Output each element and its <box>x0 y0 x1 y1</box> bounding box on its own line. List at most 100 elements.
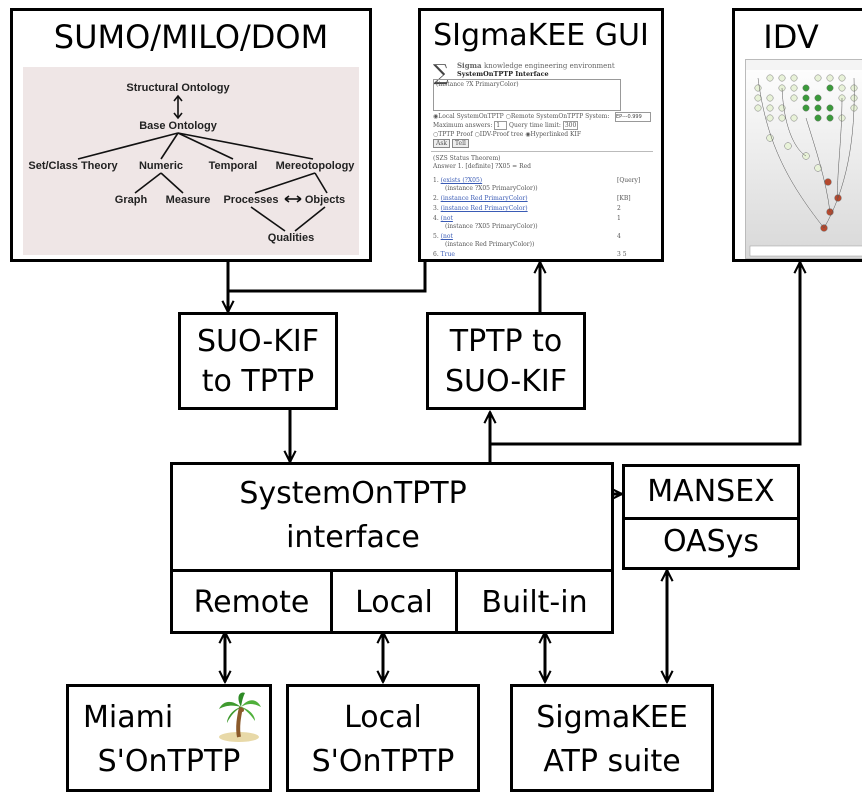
radio-local-icon[interactable]: ◉ <box>433 113 439 120</box>
sigmakee-atp-suite-box: SigmaKEE ATP suite <box>510 684 714 792</box>
mansex-oasys-box: MANSEX OASys <box>622 464 800 570</box>
idv-node <box>826 74 834 82</box>
idv-proof-graph <box>746 60 862 257</box>
idv-node <box>754 104 762 112</box>
idv-node <box>766 104 774 112</box>
sigma-gui-panel: SIgmaKEE GUI ∑ Sigma knowledge engineeri… <box>418 8 664 262</box>
proof-line-number: 2. <box>433 195 439 202</box>
interface-title-line2: interface <box>286 520 420 555</box>
time-limit-label: Query time limit: <box>509 122 561 129</box>
proof-line-sub[interactable]: (instance ?X05 PrimaryColor)) <box>445 223 538 230</box>
idv-toolbar <box>746 60 862 70</box>
proof-line-text[interactable]: (instance Red PrimaryColor) <box>440 195 528 202</box>
idv-node <box>814 74 822 82</box>
tptp-to-kif-box: TPTP to SUO-KIF <box>426 312 586 410</box>
mode-builtin-label: Built-in <box>481 585 588 620</box>
idv-edge <box>837 97 843 199</box>
oasys-label: OASys <box>662 524 760 559</box>
tptp-to-kif-line2: SUO-KIF <box>444 364 568 399</box>
tptp-to-kif-line1: TPTP to <box>449 324 563 359</box>
idv-node <box>838 114 846 122</box>
sumo-panel: SUMO/MILO/DOM Structural Ontology Base O… <box>10 8 372 262</box>
interface-title-line1: SystemOnTPTP <box>239 476 467 511</box>
proof-line-sub[interactable]: (instance Red PrimaryColor)) <box>445 241 535 248</box>
proof-line-text[interactable]: (instance Red PrimaryColor) <box>440 205 528 212</box>
kif-to-tptp-line1: SUO-KIF <box>196 324 320 359</box>
proof-line-number: 3. <box>433 205 439 212</box>
sigma-query-textarea[interactable]: (instance ?X PrimaryColor) <box>433 79 621 111</box>
proof-line: 6. True <box>433 251 455 257</box>
idv-node <box>826 84 834 92</box>
proof-line: 2. (instance Red PrimaryColor) <box>433 195 528 202</box>
idv-node <box>766 134 774 142</box>
opt-remote: Remote SystemOnTPTP <box>510 113 584 120</box>
onto-numeric: Numeric <box>139 160 183 172</box>
idv-node <box>814 114 822 122</box>
proof-line-justification: [Query] <box>617 177 641 184</box>
idv-node <box>766 74 774 82</box>
proof-line: 5. (not <box>433 233 453 240</box>
idv-node <box>824 178 832 186</box>
szs-status: (SZS Status Theorem) <box>433 155 501 162</box>
tell-button[interactable]: Tell <box>451 139 469 148</box>
sigma-title: SIgmaKEE GUI <box>433 18 649 53</box>
idv-node <box>838 84 846 92</box>
idv-node <box>790 74 798 82</box>
idv-node <box>790 94 798 102</box>
local-sontptp-box: Local S'OnTPTP <box>286 684 480 792</box>
idv-node <box>814 104 822 112</box>
onto-base: Base Ontology <box>139 120 218 132</box>
kif-to-tptp-line2: to TPTP <box>201 364 315 399</box>
proof-line-justification: 2 <box>617 205 621 212</box>
idv-node <box>802 84 810 92</box>
idv-node <box>802 104 810 112</box>
proof-line-text[interactable]: (not <box>440 233 453 240</box>
proof-line-text[interactable]: (not <box>440 215 453 222</box>
kif-to-tptp-box: SUO-KIF to TPTP <box>178 312 338 410</box>
sigmakee-line2: ATP suite <box>543 744 681 779</box>
idv-edge <box>781 87 807 157</box>
opt-kif: Hyperlinked KIF <box>530 131 582 138</box>
sigmakee-line1: SigmaKEE <box>536 700 688 735</box>
onto-measure: Measure <box>166 194 211 206</box>
idv-node <box>802 94 810 102</box>
idv-edge <box>805 117 831 213</box>
proof-line-sub[interactable]: (instance ?X05 PrimaryColor)) <box>445 185 538 192</box>
proof-line-justification: 4 <box>617 233 621 240</box>
onto-graph: Graph <box>115 194 148 206</box>
proof-line-number: 6. <box>433 251 439 257</box>
proof-line-text[interactable]: (exists (?X05) <box>440 177 483 184</box>
radio-proof-icon[interactable]: ○ <box>433 131 439 138</box>
system-select-value: EP---0.999 <box>616 114 642 120</box>
answer-line: Answer 1. [definite] ?X05 = Red <box>433 163 531 170</box>
local-line2: S'OnTPTP <box>311 744 455 779</box>
idv-panel: IDV <box>732 8 862 262</box>
idv-node <box>838 74 846 82</box>
time-limit-input[interactable]: 300 <box>562 121 579 130</box>
idv-node <box>778 114 786 122</box>
opt-local: Local SystemOnTPTP <box>438 113 504 120</box>
sigma-screenshot: ∑ Sigma knowledge engineering environmen… <box>431 59 653 257</box>
proof-line-number: 5. <box>433 233 439 240</box>
proof-line-text[interactable]: True <box>440 251 455 257</box>
radio-idv-icon[interactable]: ○ <box>474 131 480 138</box>
system-select[interactable]: EP---0.999 <box>615 112 651 122</box>
palm-tree-icon <box>219 692 261 742</box>
idv-node <box>826 104 834 112</box>
proof-line-number: 1. <box>433 177 439 184</box>
radio-remote-icon[interactable]: ○ <box>505 113 511 120</box>
opt-proof: TPTP Proof <box>438 131 473 138</box>
proof-line: 3. (instance Red PrimaryColor) <box>433 205 528 212</box>
opt-idv: IDV-Proof tree <box>479 131 524 138</box>
idv-edge <box>757 77 825 229</box>
proof-line-justification: 3 5 <box>617 251 627 257</box>
radio-kif-icon[interactable]: ◉ <box>525 131 531 138</box>
max-answers-input[interactable]: 1 <box>494 121 508 130</box>
systemontptp-interface-box: SystemOnTPTP interface Remote Local Buil… <box>170 462 614 634</box>
mode-local-label: Local <box>355 585 433 620</box>
idv-node <box>784 142 792 150</box>
ask-button[interactable]: Ask <box>433 139 451 148</box>
mode-remote: Remote <box>170 569 333 634</box>
divider <box>431 151 653 152</box>
sumo-title: SUMO/MILO/DOM <box>53 18 329 56</box>
